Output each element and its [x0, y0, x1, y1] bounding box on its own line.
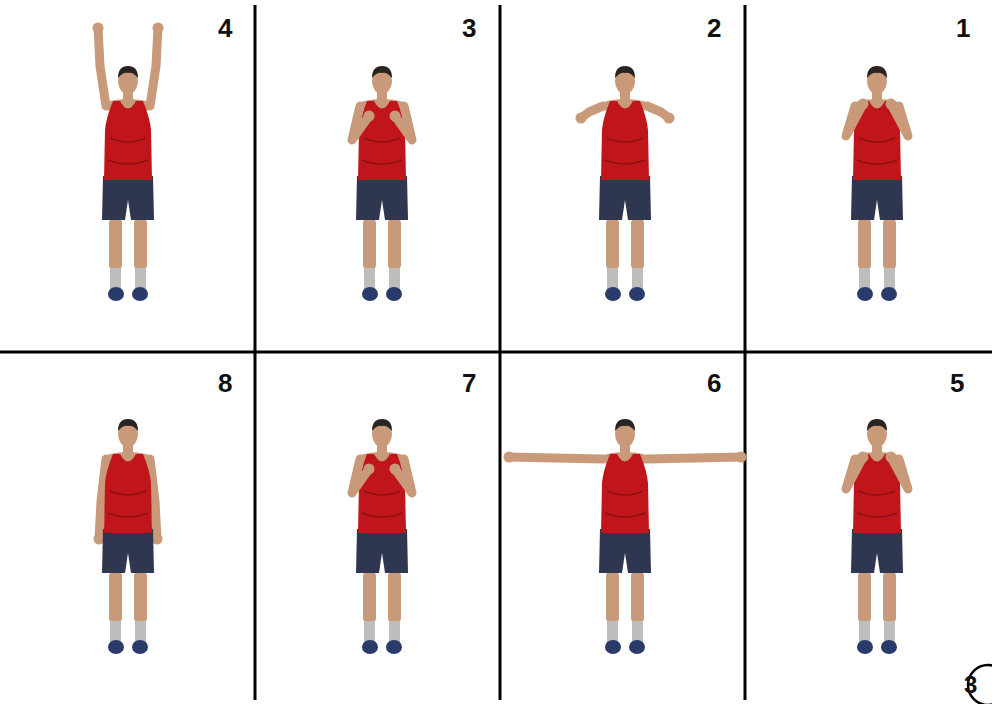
panel-number: 3 — [462, 15, 476, 41]
panel-number: 5 — [950, 370, 964, 396]
figures — [93, 23, 909, 655]
panel-number: 1 — [956, 15, 970, 41]
panel-number: 8 — [218, 370, 232, 396]
page-number: 3 — [964, 673, 977, 697]
panel-grid — [0, 5, 992, 700]
panel-number: 2 — [707, 15, 721, 41]
panel-number: 7 — [462, 370, 476, 396]
panel-number: 6 — [707, 370, 721, 396]
panel-number: 4 — [218, 15, 232, 41]
